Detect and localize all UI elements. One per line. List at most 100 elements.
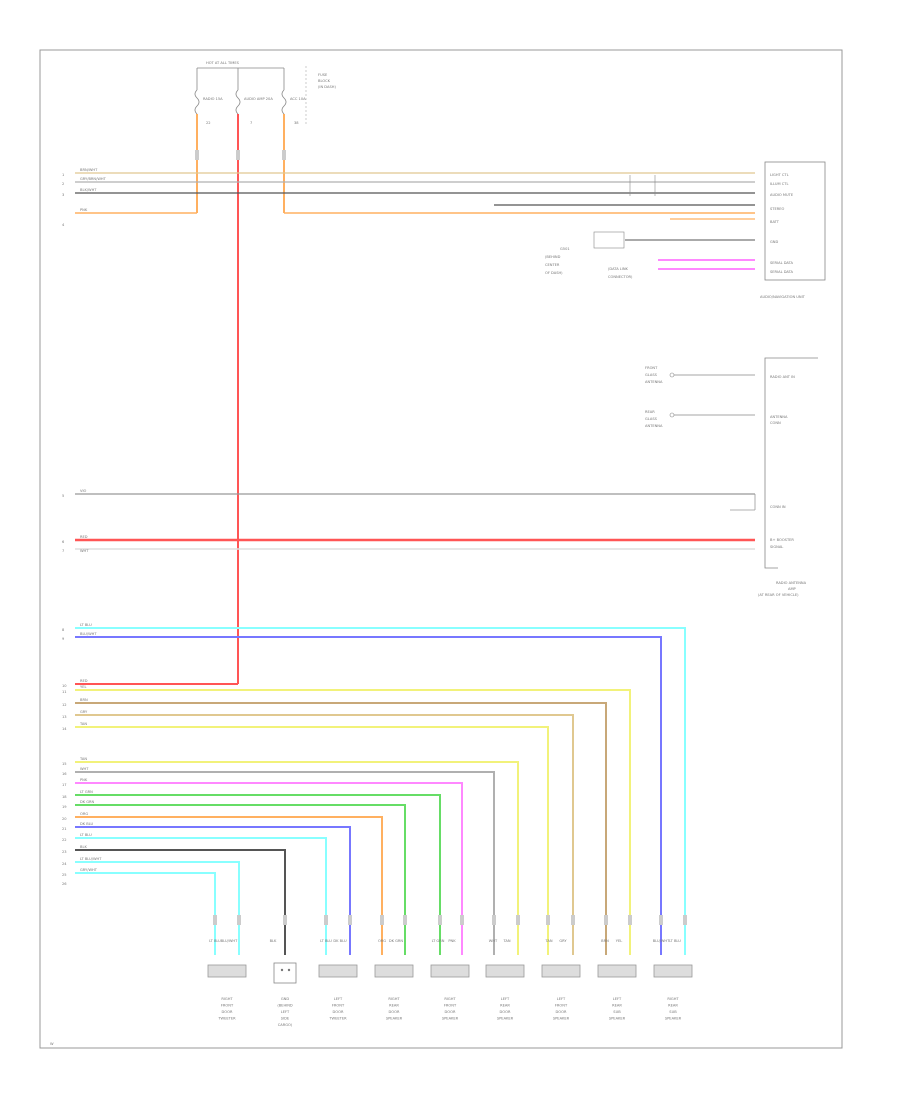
speaker-wire [75, 872, 216, 955]
speaker-wire-label: WHT [80, 767, 89, 771]
connector-c1 [195, 150, 199, 160]
wire-connector [492, 915, 496, 925]
speaker-wire-label: DK BLU [80, 822, 94, 826]
unit-pin-stereo: STEREO [770, 207, 785, 211]
connector-c2 [236, 150, 240, 160]
speaker-wire [75, 702, 607, 955]
speaker-wire-label: RED [80, 679, 88, 683]
unit-pin-light-ctl: LIGHT CTL [770, 173, 789, 177]
wire-label-7: WHT [80, 549, 89, 553]
wire-label-4: PNK [80, 208, 88, 212]
speaker-wire [75, 726, 549, 955]
unit-pin-audio-mute: AUDIO MUTE [770, 193, 794, 197]
speaker-label: LEFT [613, 997, 622, 1001]
speaker-label: TWEETER [328, 1017, 347, 1021]
left-pin-number: 9 [62, 637, 65, 641]
audio-navigation-unit: LIGHT CTL ILLUM CTL AUDIO MUTE STEREO BA… [545, 161, 826, 299]
speaker-wire-code: LT BLU [320, 939, 332, 943]
left-pin-number: 23 [62, 850, 67, 854]
left-pin-number: 11 [62, 690, 67, 694]
wire-label-5: VIO [80, 489, 87, 493]
speaker-wire-code: WHT [489, 939, 498, 943]
ground-box [593, 231, 625, 249]
speaker-label: TWEETER [217, 1017, 236, 1021]
speaker-wire [75, 849, 286, 955]
pin-3: 3 [62, 193, 64, 197]
unit-pin-serial-1: SERIAL DATA [770, 261, 794, 265]
wire-connector [683, 915, 687, 925]
speaker-wire-label: LT BLU [80, 623, 92, 627]
speaker-label: DOOR [500, 1010, 511, 1014]
fuse-radio-num: 22 [206, 121, 211, 125]
speaker-label: RIGHT [667, 997, 679, 1001]
speaker-wire-label: GRY [80, 710, 88, 714]
footer-code: W [50, 1042, 54, 1046]
serial-label-2: CONNECTOR) [608, 275, 633, 279]
speaker-label: SPEAKER [386, 1017, 403, 1021]
speaker-wire-label: LT GRN [80, 790, 93, 794]
pin-6: 6 [62, 540, 65, 544]
fuse-audio-amp-label: AUDIO AMP 20A [244, 97, 273, 101]
speaker-wire [75, 816, 383, 955]
speaker-label: LEFT [557, 997, 566, 1001]
left-pin-number: 10 [62, 684, 67, 688]
wire-connector [283, 915, 287, 925]
speaker-wire-label: TAN [79, 722, 87, 726]
speaker-wire [75, 714, 574, 955]
rear-antenna-label-3: ANTENNA [645, 424, 663, 428]
left-pin-number: 18 [62, 795, 67, 799]
speaker-wire-code: GRY [559, 939, 567, 943]
fuse-acc: ACC 10A 38 [281, 89, 306, 125]
left-pin-number: 20 [62, 817, 67, 821]
antenna-pin-3: CONN [770, 421, 781, 425]
speaker-label: (BEHIND [277, 1004, 293, 1008]
speaker-body [653, 964, 693, 978]
speaker-wire-code: LT BLU [209, 939, 221, 943]
speaker-label: SIDE [281, 1017, 290, 1021]
speaker-wire [75, 782, 463, 955]
speaker-body [541, 964, 581, 978]
speaker-wire [75, 837, 327, 955]
speaker-label: RIGHT [388, 997, 400, 1001]
speaker-wire [75, 771, 495, 955]
speaker-wire [75, 761, 519, 955]
speaker-wire-label: LT BLU [80, 833, 92, 837]
speaker-body [318, 964, 358, 978]
pin-5: 5 [62, 494, 64, 498]
wire-connector [237, 915, 241, 925]
speaker-label: LEFT [501, 997, 510, 1001]
speaker-label: SUB [613, 1010, 621, 1014]
fuse-box-label-1: FUSE [318, 73, 328, 77]
unit-pin-gnd: GND [770, 240, 778, 244]
connector-c3 [282, 150, 286, 160]
speaker-wire [75, 627, 686, 955]
antenna-caption-2: AMP [788, 587, 797, 591]
wire-connector [460, 915, 464, 925]
left-pin-number: 26 [62, 882, 67, 886]
wire-connector [571, 915, 575, 925]
wire-connector [659, 915, 663, 925]
speaker-wire-code: TAN [544, 939, 552, 943]
wire-connector [628, 915, 632, 925]
left-pin-number: 15 [62, 762, 67, 766]
wire-connector [348, 915, 352, 925]
fuse-box-label-3: (IN DASH) [318, 85, 336, 89]
speaker-label: DOOR [556, 1010, 567, 1014]
speaker-wire-label: BRN [80, 698, 88, 702]
unit-pin-illum-ctl: ILLUM CTL [770, 182, 788, 186]
speaker-label: DOOR [389, 1010, 400, 1014]
junction-dot [287, 968, 291, 972]
fuse-acc-label: ACC 10A [290, 97, 306, 101]
wire-connector [438, 915, 442, 925]
speaker-label: SPEAKER [497, 1017, 514, 1021]
speaker-body [430, 964, 470, 978]
speaker-label: REAR [500, 1004, 510, 1008]
speaker-label: LEFT [334, 997, 343, 1001]
